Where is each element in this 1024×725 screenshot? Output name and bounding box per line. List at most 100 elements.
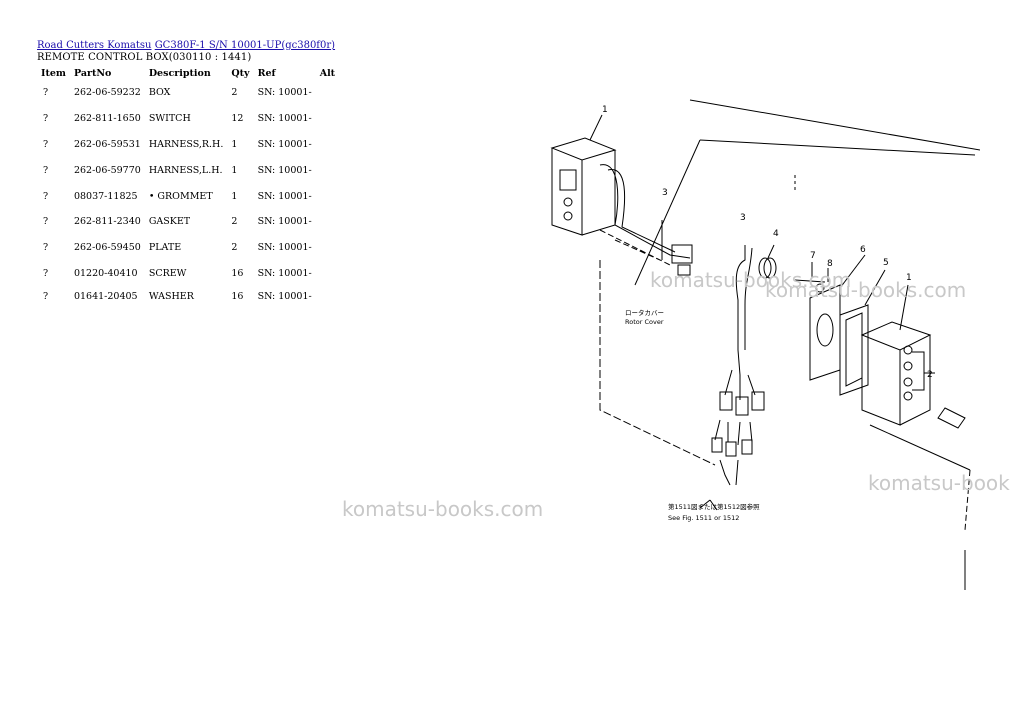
table-row: ? 262-811-1650 SWITCH 12 SN: 10001-	[37, 106, 339, 132]
table-row: ? 08037-11825 • GROMMET 1 SN: 10001-	[37, 183, 339, 209]
breadcrumb-link-model[interactable]: GC380F-1 S/N 10001-UP(gc380f0r)	[154, 40, 336, 51]
cell-qty: 2	[231, 242, 238, 254]
box-right	[860, 321, 966, 429]
box-left	[550, 137, 617, 236]
callout-5: 5	[883, 258, 889, 268]
washer	[815, 283, 825, 293]
rotor-cover-edge	[599, 229, 671, 266]
cell-qty: 1	[231, 190, 238, 202]
watermark: komatsu-books.com	[765, 278, 967, 302]
cell-description: SWITCH	[148, 113, 191, 125]
rotor-cover-edge	[599, 260, 716, 466]
table-row: ? 01220-40410 SCREW 16 SN: 10001-	[37, 261, 339, 287]
cell-description: PLATE	[148, 242, 182, 254]
cell-description: HARNESS,L.H.	[148, 164, 223, 176]
column-header-ref: Ref	[257, 67, 276, 79]
column-header-alt: Alt	[319, 67, 336, 79]
cell-part-no: 262-811-2340	[73, 216, 141, 228]
watermark: komatsu-book	[868, 471, 1010, 495]
grommet	[758, 257, 772, 279]
cell-description: BOX	[148, 87, 171, 99]
parts-table: Item PartNo Description Qty Ref Alt ? 26…	[37, 66, 339, 306]
cell-ref: SN: 10001-	[257, 216, 312, 228]
harness-left	[599, 164, 691, 259]
table-row: ? 262-06-59232 BOX 2 SN: 10001-	[37, 80, 339, 106]
harness-right	[735, 245, 746, 376]
connector	[725, 441, 737, 457]
grommet	[763, 257, 777, 279]
gasket	[845, 312, 863, 387]
callout-3-right: 3	[740, 213, 746, 223]
cell-part-no: 262-06-59232	[73, 87, 141, 99]
rotor-cover-edge	[634, 139, 701, 286]
cell-item: ?	[43, 113, 49, 125]
cell-item: ?	[43, 138, 49, 150]
callout-2: 2	[927, 370, 933, 380]
cell-alt	[316, 261, 339, 287]
breadcrumb: Road Cutters Komatsu GC380F-1 S/N 10001-…	[37, 40, 335, 52]
rotor-cover-edge	[699, 139, 976, 156]
cell-ref: SN: 10001-	[257, 267, 312, 279]
cell-qty: 16	[231, 267, 244, 279]
cell-ref: SN: 10001-	[257, 87, 312, 99]
connector	[719, 391, 733, 411]
cell-alt	[316, 209, 339, 235]
cell-part-no: 01641-20405	[73, 290, 138, 302]
column-header-item: Item	[41, 67, 66, 79]
rotor-cover-edge	[689, 99, 980, 151]
connector	[735, 396, 749, 416]
screw	[794, 279, 826, 283]
cell-item: ?	[43, 290, 49, 302]
cell-alt	[316, 106, 339, 132]
arrow-icon	[699, 499, 718, 511]
column-header-description: Description	[148, 67, 211, 79]
watermark: komatsu-books.com	[342, 497, 544, 521]
see-fig-label-en: See Fig. 1511 or 1512	[668, 514, 739, 522]
leader-line	[767, 244, 775, 259]
cell-part-no: 01220-40410	[73, 267, 138, 279]
cell-description: WASHER	[148, 290, 194, 302]
connector	[671, 244, 693, 264]
cell-item: ?	[43, 242, 49, 254]
cell-item: ?	[43, 164, 49, 176]
cell-description: GASKET	[148, 216, 191, 228]
rotor-cover-edge	[964, 469, 971, 531]
cell-ref: SN: 10001-	[257, 138, 312, 150]
breadcrumb-link-model-category[interactable]: Road Cutters Komatsu	[37, 40, 152, 51]
parts-diagram: 1 2 3 3 4 5 6 7 8 1 ロータカバー Rotor Cover 第…	[550, 99, 980, 590]
cell-qty: 12	[231, 113, 244, 125]
cell-qty: 2	[231, 216, 238, 228]
cell-item: ?	[43, 190, 49, 202]
cell-alt	[316, 235, 339, 261]
cell-qty: 2	[231, 87, 238, 99]
bracket-2	[912, 351, 935, 391]
cell-qty: 1	[231, 138, 238, 150]
harness-branches	[714, 419, 753, 446]
cell-description: • GROMMET	[148, 190, 213, 202]
connector	[751, 391, 765, 411]
rotor-cover-label-jp: ロータカバー	[625, 308, 664, 317]
watermark: komatsu-books.com	[650, 268, 852, 292]
see-fig-label-jp: 第1511図または第1512図参照	[668, 502, 760, 511]
leader-line	[864, 269, 886, 306]
gasket	[839, 304, 869, 396]
plate-hole	[816, 313, 834, 347]
table-row: ? 262-811-2340 GASKET 2 SN: 10001-	[37, 209, 339, 235]
cell-item: ?	[43, 267, 49, 279]
harness-branches	[719, 459, 739, 486]
cell-ref: SN: 10001-	[257, 190, 312, 202]
connector	[711, 437, 723, 453]
cell-part-no: 262-06-59770	[73, 164, 141, 176]
cell-qty: 1	[231, 164, 238, 176]
harness-left	[607, 169, 676, 253]
column-header-partno: PartNo	[73, 67, 112, 79]
cell-part-no: 262-811-1650	[73, 113, 141, 125]
cell-qty: 16	[231, 290, 244, 302]
leader-line	[899, 284, 909, 331]
page-title: REMOTE CONTROL BOX(030110 : 1441)	[37, 52, 252, 63]
cell-part-no: 262-06-59450	[73, 242, 141, 254]
leader-line	[811, 262, 829, 282]
rotor-cover-edge	[869, 424, 971, 471]
cell-ref: SN: 10001-	[257, 113, 312, 125]
cell-alt	[316, 80, 339, 106]
